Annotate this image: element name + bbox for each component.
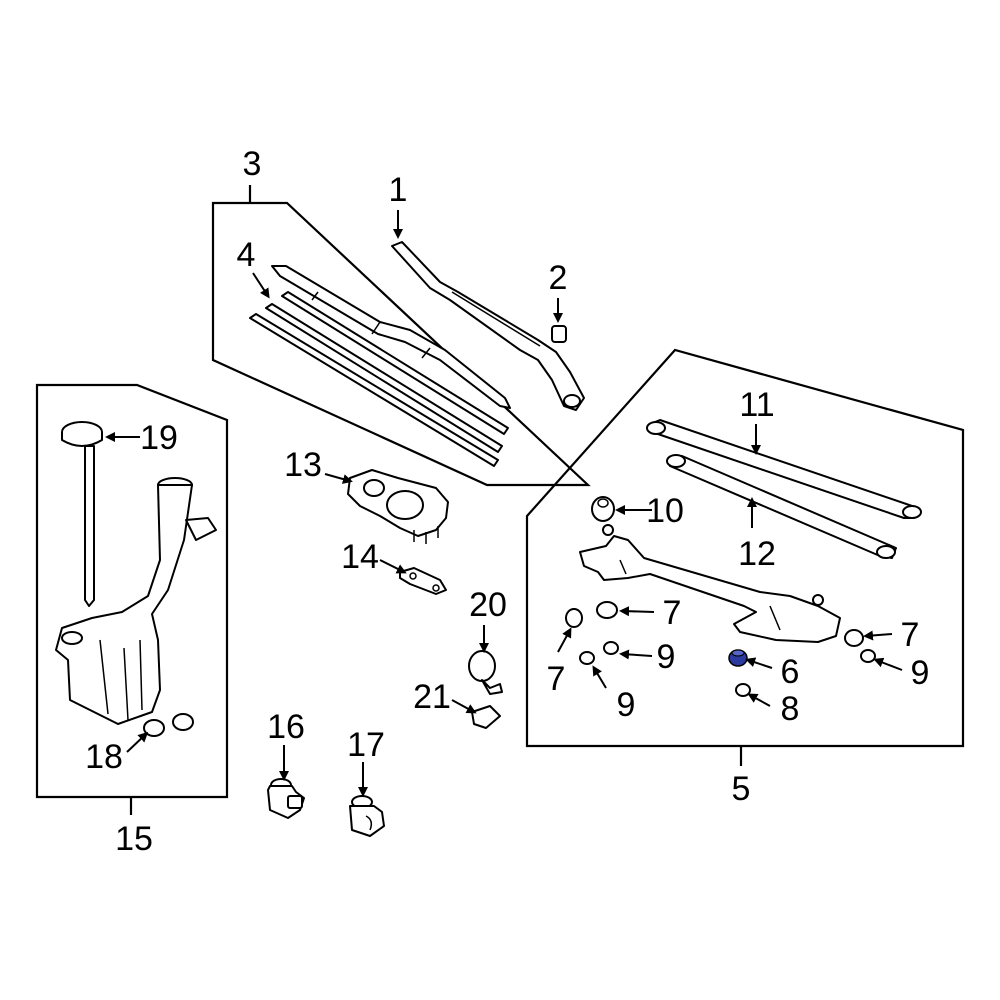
callout-3: 3 (243, 145, 262, 183)
washer-pump-front (267, 778, 305, 819)
link-rod-11 (646, 419, 922, 519)
callout-7-center: 7 (663, 594, 682, 632)
filler-cap-gauge (61, 421, 103, 607)
leader-arrows (105, 210, 903, 797)
callout-19: 19 (140, 419, 178, 457)
callout-8: 8 (781, 690, 800, 728)
washer-reservoir (55, 477, 217, 725)
callout-14: 14 (341, 538, 379, 576)
bolt-8 (735, 683, 751, 697)
callout-17: 17 (347, 726, 385, 764)
callout-11: 11 (739, 386, 774, 424)
linkage-bushing (591, 496, 615, 522)
callout-5: 5 (732, 770, 751, 808)
callout-12: 12 (738, 535, 776, 573)
linkage-group-panel (525, 348, 965, 766)
callout-20: 20 (469, 586, 507, 624)
callout-13: 13 (284, 446, 322, 484)
callout-15: 15 (115, 820, 153, 858)
bushing-7-right (844, 629, 864, 647)
wiper-blade (271, 265, 511, 409)
blade-refill (249, 291, 509, 467)
reservoir-group-panel (35, 383, 229, 815)
bolt-9-right (860, 649, 876, 663)
washer-nozzle (468, 650, 503, 695)
motor-bracket (399, 567, 447, 595)
callout-9-center: 9 (657, 638, 676, 676)
reservoir-grommets (143, 713, 194, 737)
linkage-frame (579, 524, 841, 643)
callout-16: 16 (267, 708, 305, 746)
callout-9-right: 9 (911, 654, 930, 692)
callout-10: 10 (646, 492, 684, 530)
callout-4: 4 (237, 236, 256, 274)
callout-1: 1 (389, 171, 408, 209)
blade-group-panel (211, 185, 591, 487)
callout-6: 6 (781, 653, 800, 691)
callout-7-right: 7 (901, 616, 920, 654)
wiper-motor (347, 469, 449, 544)
callout-7-left: 7 (547, 660, 566, 698)
highlighted-grommet (728, 649, 748, 667)
washer-pump-rear (349, 795, 385, 837)
wiper-arm (391, 241, 585, 411)
bolt-9-center (603, 641, 619, 655)
bushing-7-left (565, 608, 583, 628)
callout-18: 18 (85, 738, 123, 776)
bolt-9-left (579, 651, 595, 665)
callout-2: 2 (549, 259, 568, 297)
arm-cap (551, 325, 567, 343)
link-rod-12 (666, 454, 897, 559)
bushing-7-center (596, 601, 618, 619)
callout-labels: 1 2 3 4 5 6 7 7 7 8 9 9 9 10 11 12 13 14… (85, 145, 929, 858)
callout-9-left: 9 (617, 686, 636, 724)
callout-21: 21 (413, 678, 451, 716)
nozzle-clip (471, 705, 501, 729)
